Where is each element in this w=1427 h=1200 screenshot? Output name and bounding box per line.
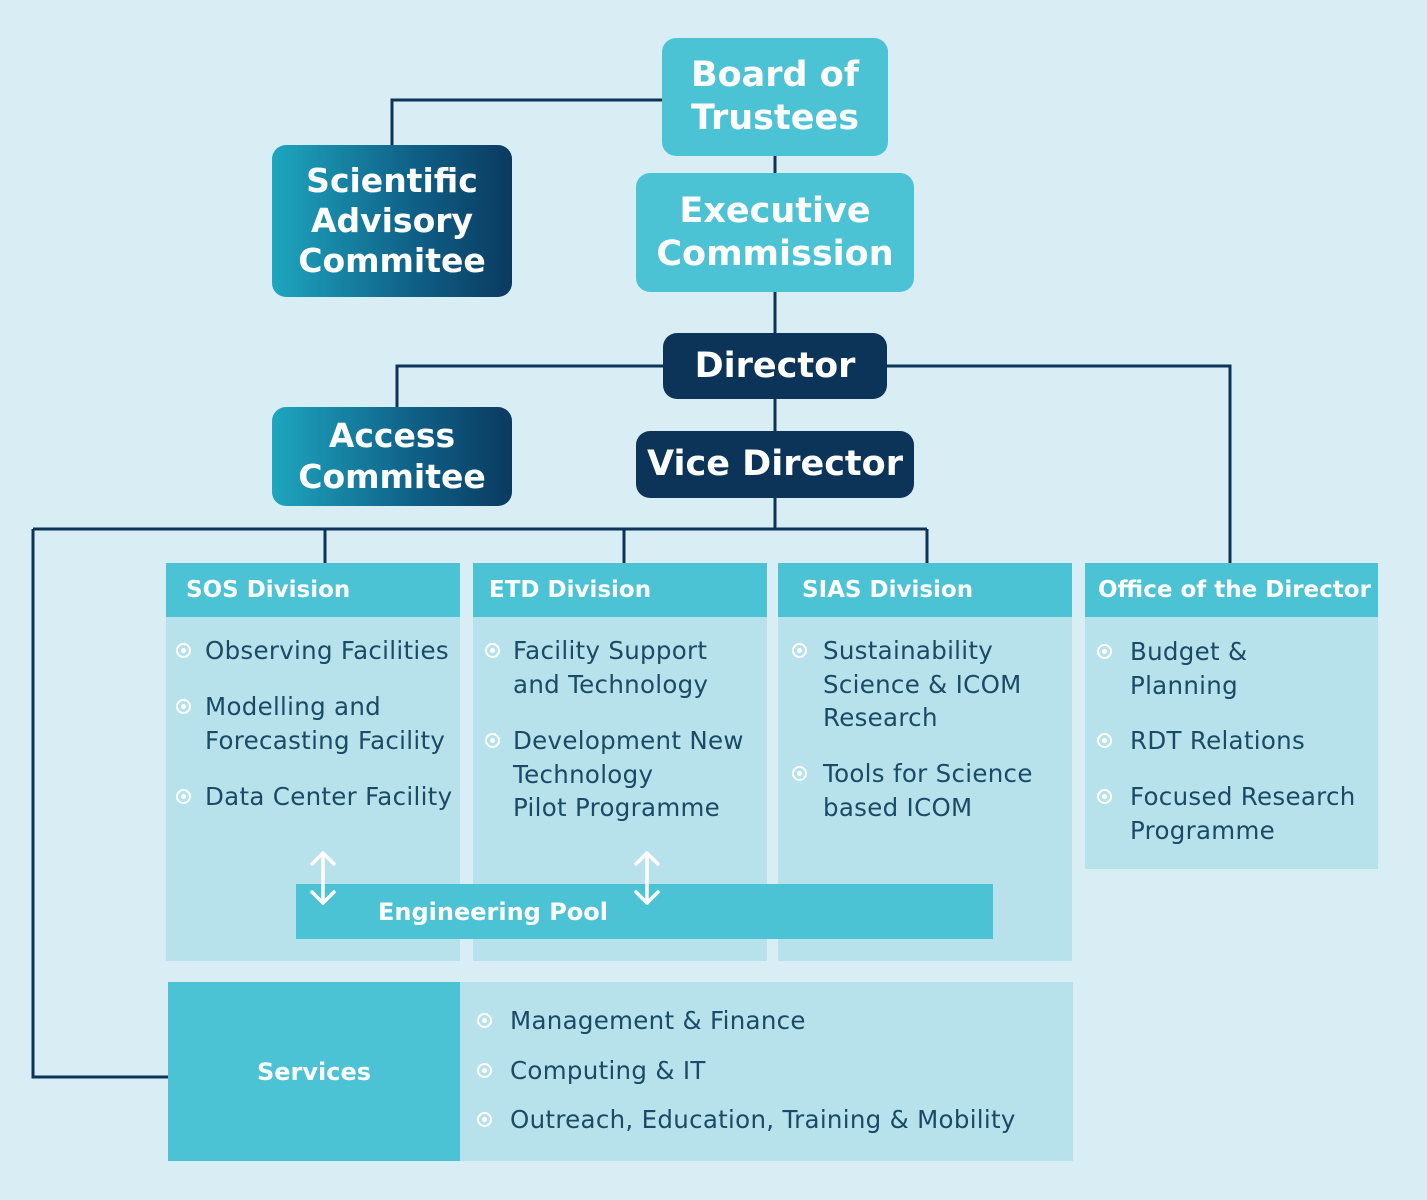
services-item-3: Outreach, Education, Training & Mobility (510, 1105, 1016, 1134)
director-box: Director (663, 333, 887, 399)
bullet-icon (1097, 789, 1112, 804)
sos-division-title: SOS Division (166, 563, 460, 617)
bullet-icon (792, 766, 807, 781)
sos-item-2: Modelling and Forecasting Facility (205, 692, 446, 755)
bullet-icon (485, 733, 500, 748)
services-item-2: Computing & IT (510, 1056, 706, 1085)
bullet-icon (477, 1063, 492, 1078)
scientific-advisory-committee-box: Scientific Advisory Commitee (272, 145, 512, 297)
office-item-1: Budget & Planning (1130, 637, 1248, 700)
sias-item-1: Sustainability Science & ICOM Research (823, 636, 1022, 732)
sos-item-3: Data Center Facility (205, 782, 453, 811)
bullet-icon (1097, 644, 1112, 659)
board-to-advisory-line (390, 98, 663, 146)
director-to-access-line (395, 364, 663, 408)
bullet-icon (176, 699, 191, 714)
services-label: Services (168, 982, 460, 1161)
services-line (31, 529, 168, 1079)
access-committee-box: Access Commitee (272, 407, 512, 506)
bullet-icon (792, 643, 807, 658)
services-item-1: Management & Finance (510, 1006, 806, 1035)
sos-item-1: Observing Facilities (205, 636, 449, 665)
office-of-director-panel: Office of the Director (1085, 563, 1378, 869)
double-arrow-icon (310, 851, 336, 905)
office-item-3: Focused Research Programme (1130, 782, 1356, 845)
board-of-trustees-box: Board of Trustees (662, 38, 888, 156)
bullet-icon (176, 789, 191, 804)
etd-item-2: Development New Technology Pilot Program… (513, 726, 744, 822)
vice-director-box: Vice Director (636, 431, 914, 498)
sias-division-title: SIAS Division (778, 563, 1072, 617)
sias-item-2: Tools for Science based ICOM (823, 759, 1033, 822)
etd-division-title: ETD Division (473, 563, 767, 617)
bullet-icon (485, 643, 500, 658)
etd-item-1: Facility Support and Technology (513, 636, 709, 699)
office-item-2: RDT Relations (1130, 726, 1306, 755)
bullet-icon (176, 643, 191, 658)
bullet-icon (477, 1013, 492, 1028)
office-of-director-title: Office of the Director (1085, 563, 1378, 617)
executive-commission-box: Executive Commission (636, 173, 914, 292)
bullet-icon (1097, 733, 1112, 748)
director-to-office-line (886, 364, 1232, 564)
bullet-icon (477, 1112, 492, 1127)
engineering-pool-bar: Engineering Pool (296, 884, 993, 939)
double-arrow-icon (634, 851, 660, 905)
